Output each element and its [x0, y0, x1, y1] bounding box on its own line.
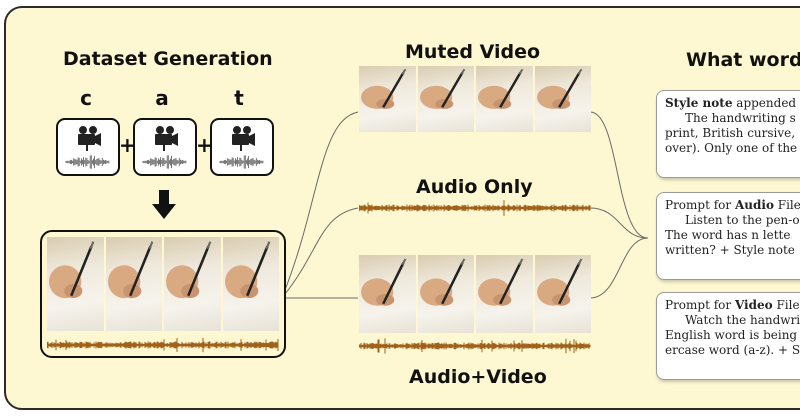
- letter-clip-c: [56, 118, 120, 176]
- waveform-icon: [65, 155, 110, 169]
- video-camera-icon: [219, 126, 264, 169]
- down-arrow-icon: [152, 190, 176, 219]
- video-frame: [47, 237, 104, 331]
- waveform-icon: [142, 155, 187, 169]
- video-frame: [417, 66, 474, 132]
- letter-clip-a: [133, 118, 197, 176]
- video-camera-icon: [142, 126, 187, 169]
- video-frame: [359, 66, 416, 132]
- style-note-line4: over). Only one of the: [665, 141, 798, 155]
- audio-prompt-lead-plain: Prompt for: [665, 198, 735, 212]
- video-prompt-line3: English word is being: [665, 328, 798, 342]
- video-prompt-lead-rest: File: [772, 298, 800, 312]
- waveform-icon: [219, 155, 264, 169]
- video-prompt-line2: Watch the handwriti: [685, 313, 800, 327]
- letter-clip-t: [210, 118, 274, 176]
- audio-prompt-card: Prompt for Audio File Listen to the pen-…: [656, 192, 800, 280]
- audio-only-waveform: [359, 200, 591, 216]
- plus-sign-1: +: [119, 133, 136, 157]
- prompts-title: What word: [686, 49, 800, 71]
- audio-video-strip: [359, 255, 591, 333]
- letter-t: t: [234, 86, 244, 110]
- style-note-lead: Style note appended t: [665, 96, 800, 111]
- style-note-bold: Style note: [665, 96, 733, 110]
- audio-video-title: Audio+Video: [409, 366, 547, 388]
- audio-prompt-line2: Listen to the pen-on: [685, 213, 800, 227]
- audio-prompt-lead: Prompt for Audio File: [665, 198, 800, 213]
- video-prompt-bold: Video: [734, 298, 773, 312]
- video-frame: [476, 66, 533, 132]
- audio-video-waveform: [359, 338, 591, 354]
- connector-av-to-prompts: [589, 237, 649, 299]
- video-frame: [164, 237, 221, 331]
- video-camera-icon: [65, 126, 110, 169]
- connector-to-audio-only: [284, 207, 359, 295]
- video-frame: [476, 255, 533, 333]
- style-note-lead-rest: appended t: [732, 96, 800, 110]
- audio-prompt-lead-rest: File: [773, 198, 800, 212]
- video-frame: [534, 255, 591, 333]
- video-frame: [534, 66, 591, 132]
- audio-only-title: Audio Only: [416, 176, 533, 198]
- audio-prompt-bold: Audio: [734, 198, 774, 212]
- connector-muted-to-prompts: [589, 111, 649, 239]
- style-note-card: Style note appended t The handwriting s …: [656, 90, 800, 178]
- muted-video-title: Muted Video: [405, 41, 541, 63]
- connector-to-muted-video: [284, 111, 359, 291]
- video-prompt-card: Prompt for Video File Watch the handwrit…: [656, 292, 800, 380]
- combined-video-strip: [47, 237, 279, 331]
- video-frame: [359, 255, 416, 333]
- video-prompt-line4: ercase word (a-z). + S: [665, 343, 800, 357]
- connector-audio-to-prompts: [589, 207, 649, 239]
- dataset-generation-title: Dataset Generation: [63, 48, 273, 70]
- muted-video-strip: [359, 66, 591, 132]
- style-note-line3: print, British cursive,: [665, 126, 796, 140]
- video-frame: [417, 255, 474, 333]
- audio-prompt-line4: written? + Style note: [665, 243, 795, 257]
- letter-a: a: [155, 86, 169, 110]
- video-prompt-lead: Prompt for Video File: [665, 298, 800, 313]
- video-frame: [222, 237, 279, 331]
- plus-sign-2: +: [196, 133, 213, 157]
- video-frame: [105, 237, 162, 331]
- video-prompt-lead-plain: Prompt for: [665, 298, 735, 312]
- style-note-line2: The handwriting s: [685, 111, 796, 125]
- letter-c: c: [80, 86, 92, 110]
- audio-prompt-line3: The word has n lette: [665, 228, 791, 242]
- combined-audio-waveform: [47, 337, 279, 353]
